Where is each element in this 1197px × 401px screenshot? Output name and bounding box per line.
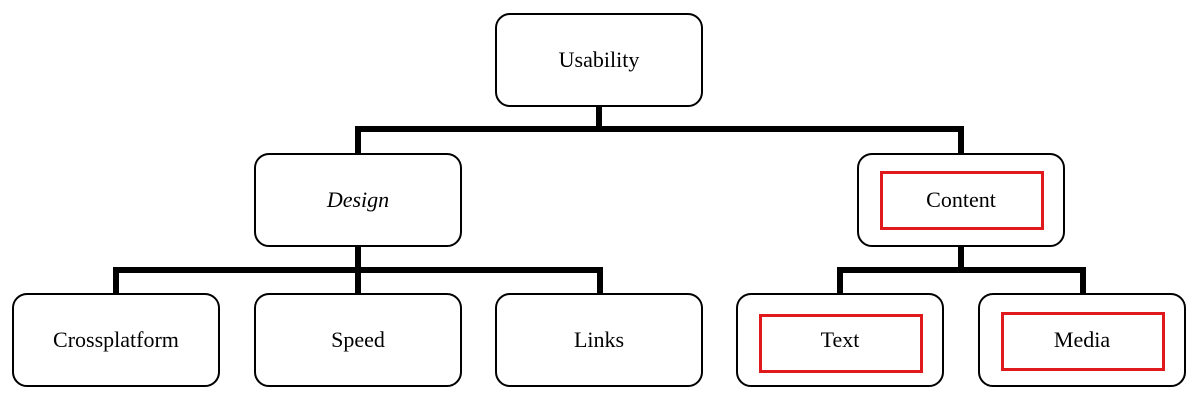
- node-speed: Speed: [254, 293, 462, 387]
- node-usability: Usability: [495, 13, 703, 107]
- node-label: Speed: [331, 327, 385, 352]
- node-label: Usability: [558, 47, 640, 72]
- node-content: Content: [857, 153, 1065, 247]
- node-links: Links: [495, 293, 703, 387]
- node-label: Text: [820, 327, 860, 352]
- node-design: Design: [254, 153, 462, 247]
- node-label: Content: [926, 187, 996, 212]
- node-label: Crossplatform: [53, 327, 179, 352]
- node-media: Media: [978, 293, 1186, 387]
- node-label: Design: [326, 187, 390, 212]
- node-crossplatform: Crossplatform: [12, 293, 220, 387]
- node-text: Text: [736, 293, 944, 387]
- node-label: Links: [573, 327, 625, 352]
- node-label: Media: [1053, 327, 1111, 352]
